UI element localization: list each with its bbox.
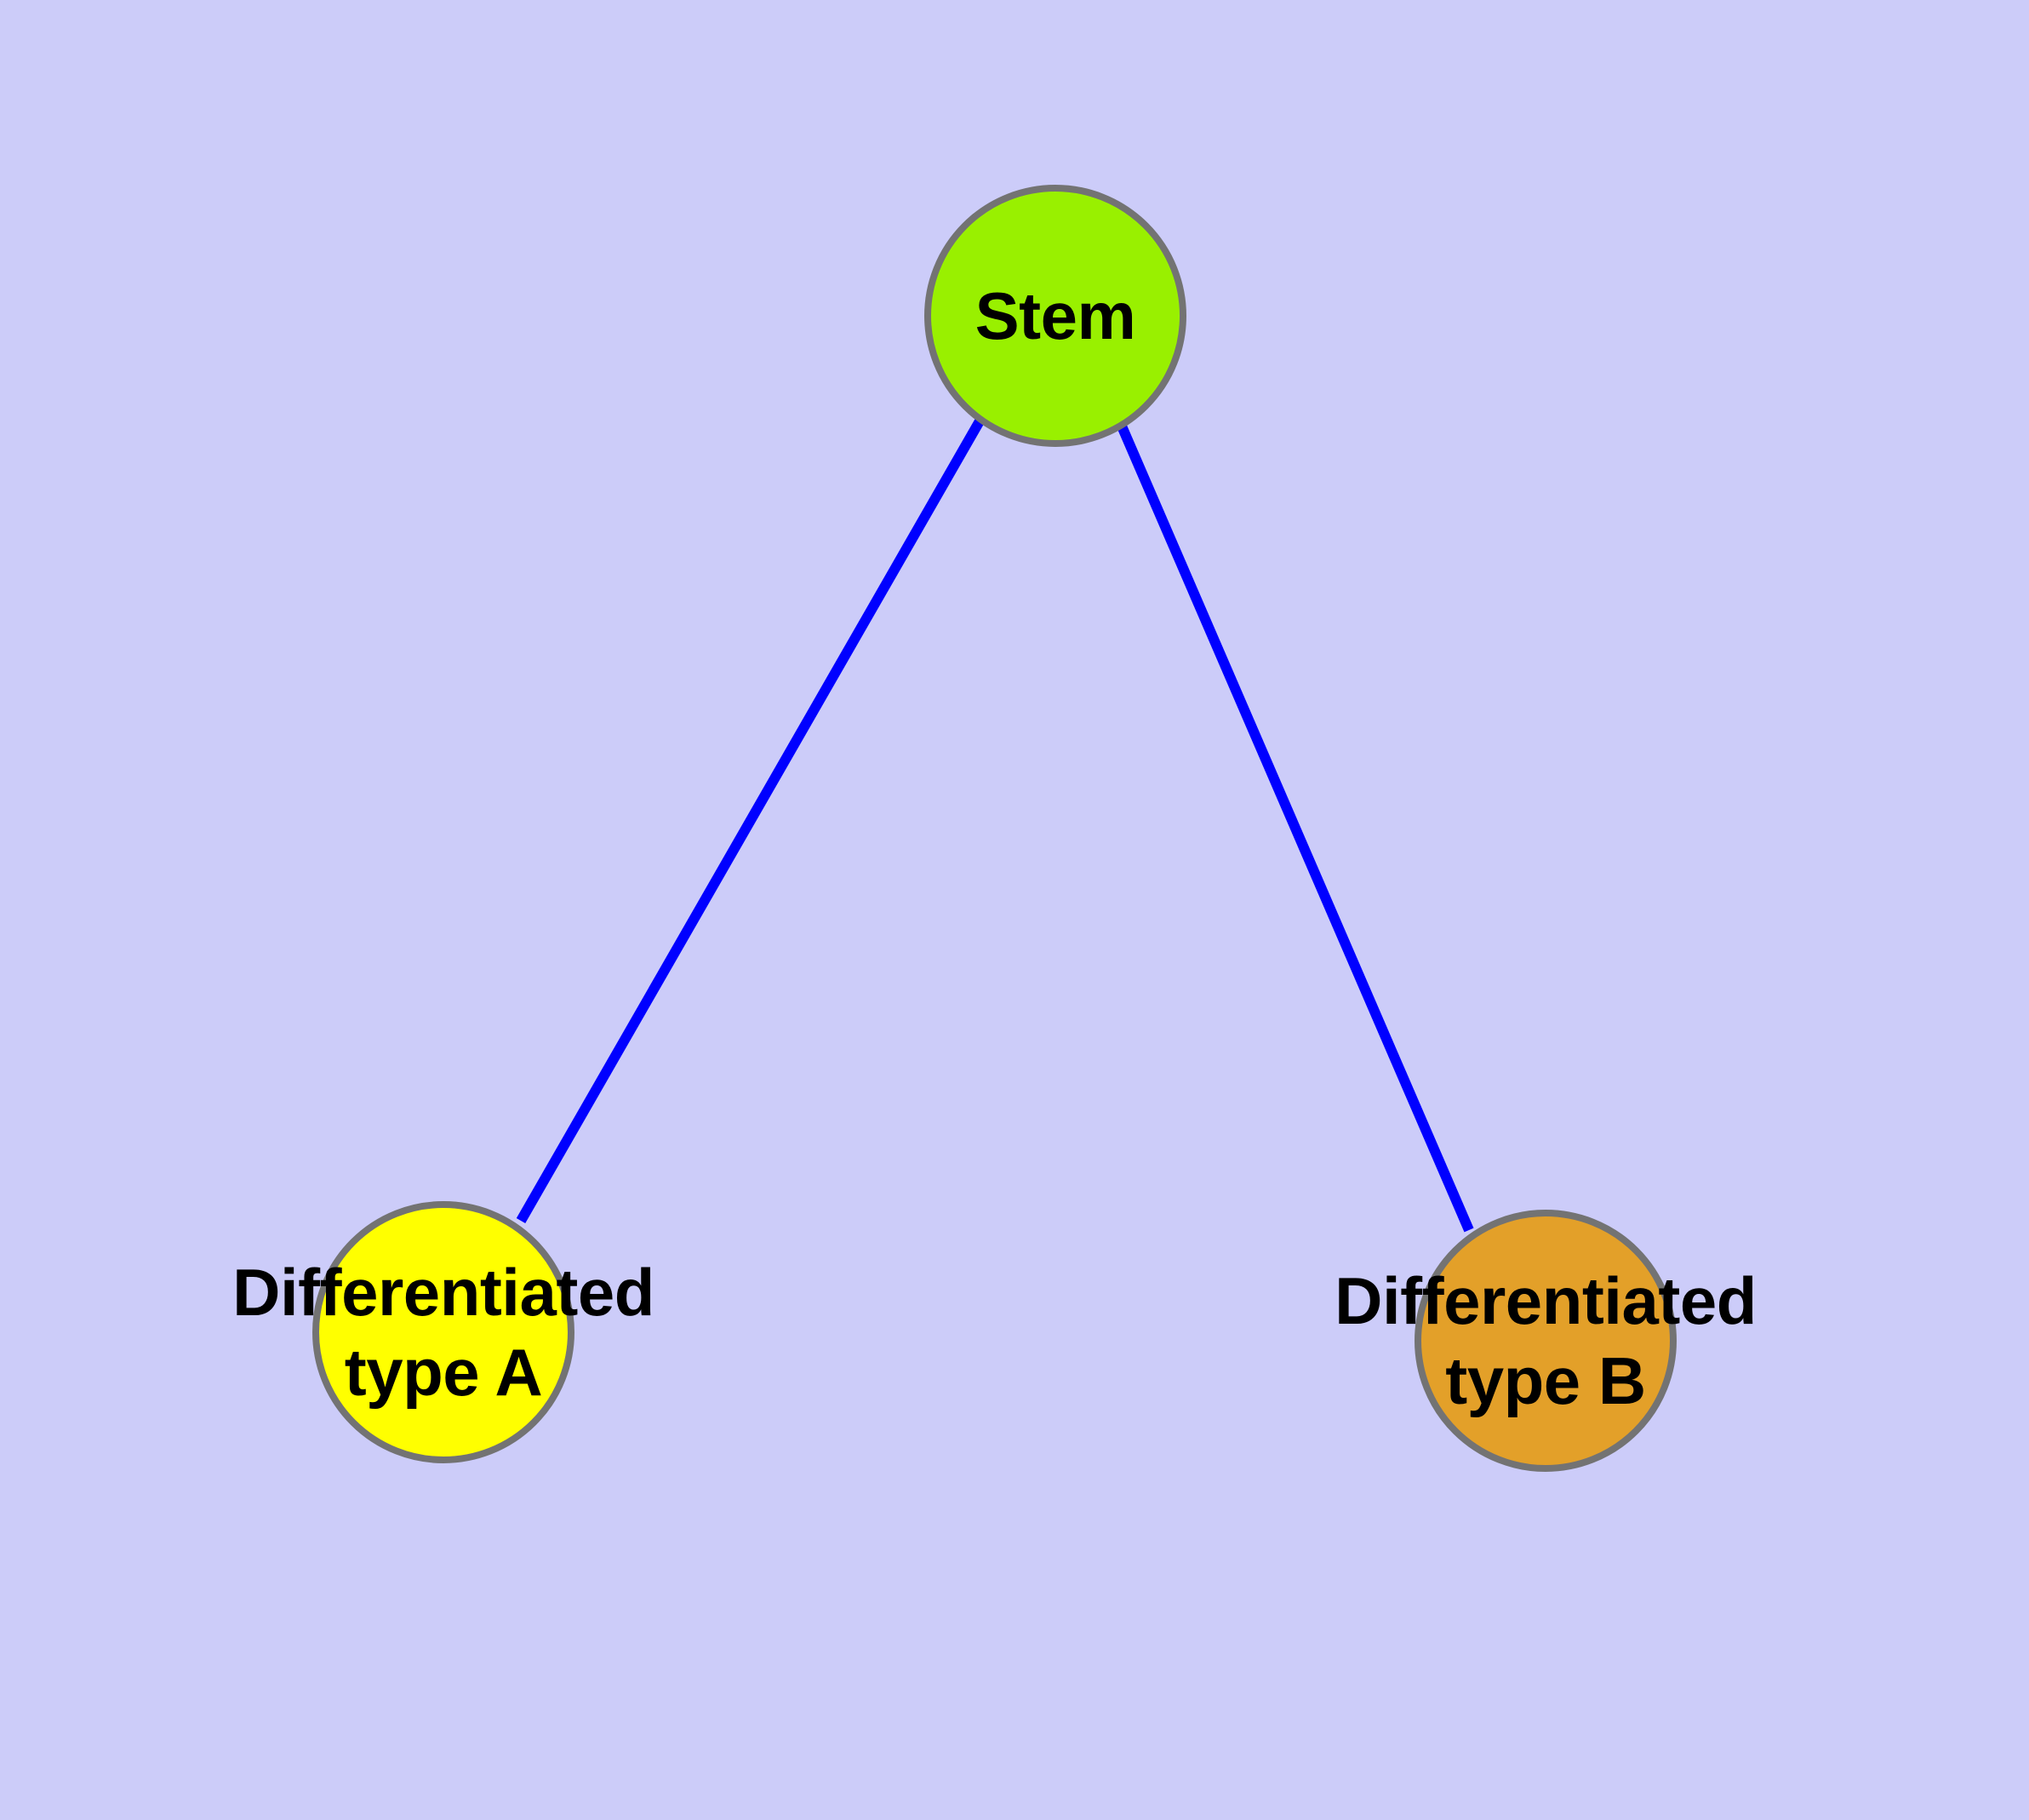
edge-layer bbox=[516, 417, 1474, 1233]
node-differentiated-type-a[interactable] bbox=[312, 1201, 574, 1463]
node-differentiated-type-b[interactable] bbox=[1415, 1210, 1677, 1472]
node-stem[interactable] bbox=[924, 185, 1186, 447]
node-layer bbox=[312, 185, 1677, 1472]
edge-stem-to-diff-b bbox=[1115, 420, 1474, 1233]
edge-stem-to-diff-a bbox=[516, 417, 986, 1223]
